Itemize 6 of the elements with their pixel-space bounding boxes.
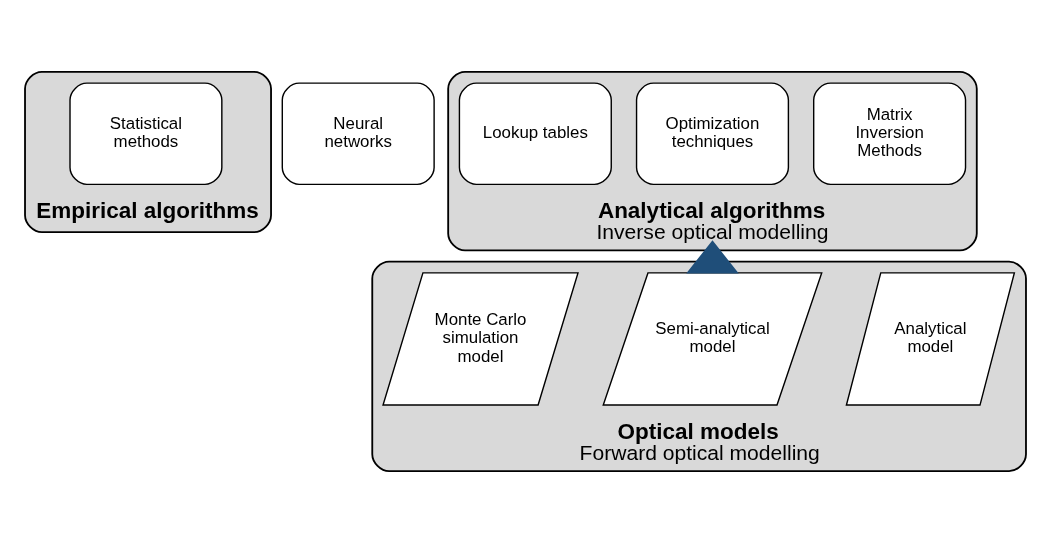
node-box: Statistical methods bbox=[69, 81, 223, 185]
node-box: Neural networks bbox=[281, 81, 435, 185]
node-box: Matrix Inversion Methods bbox=[813, 81, 967, 185]
node-box: Optimization techniques bbox=[635, 81, 790, 185]
node-box: Lookup tables bbox=[458, 81, 612, 185]
arrow bbox=[686, 239, 739, 274]
